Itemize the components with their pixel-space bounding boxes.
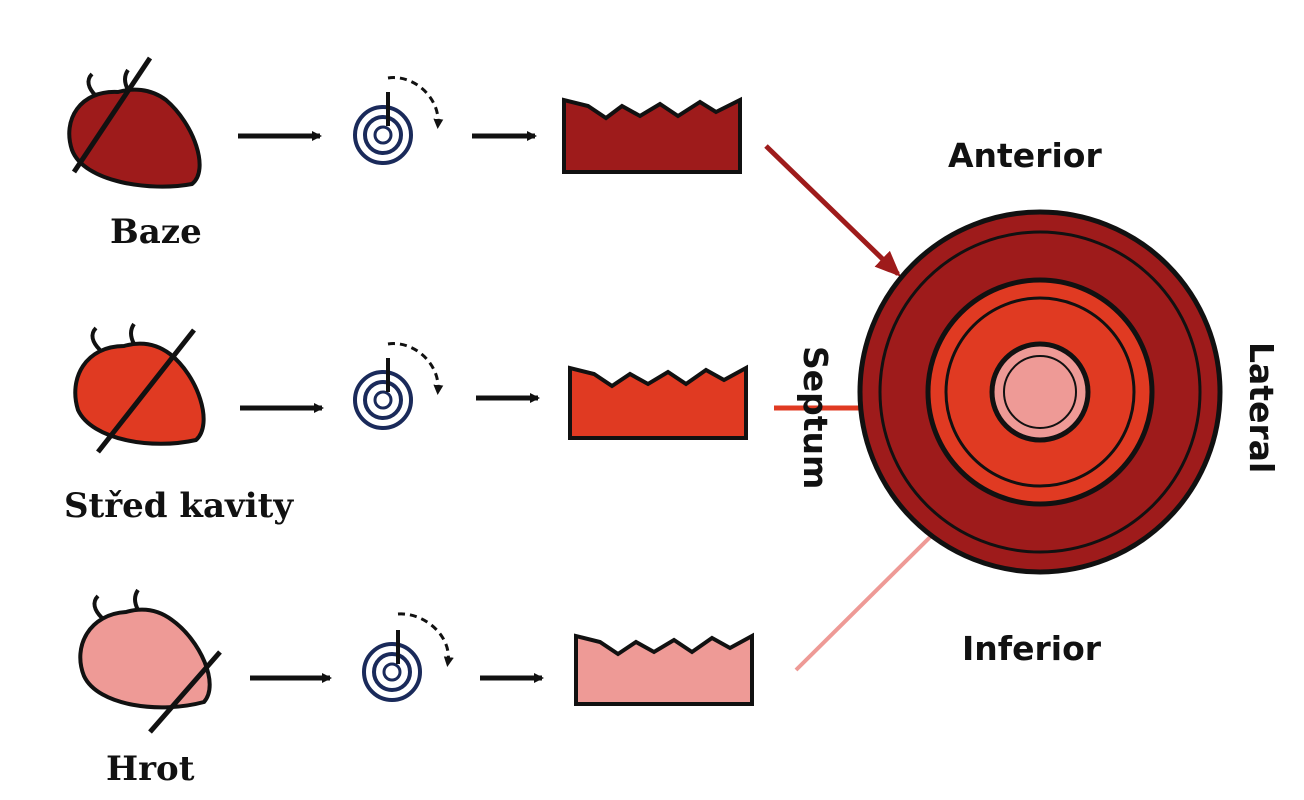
heart-apex-icon xyxy=(78,588,222,734)
ring-apex xyxy=(989,341,1091,443)
row-mid: Střed kavity xyxy=(64,322,748,526)
unrolled-strip-base xyxy=(562,96,742,174)
unrolled-strip-apex xyxy=(574,632,754,706)
heart-base-icon xyxy=(67,56,202,189)
slice-label-apex: Hrot xyxy=(106,749,195,789)
region-label-septum: Septum xyxy=(796,346,835,489)
slice-label-base: Baze xyxy=(110,212,202,252)
rotation-icon xyxy=(362,612,454,702)
polar-map xyxy=(857,209,1223,575)
row-base: Baze xyxy=(67,56,742,252)
rotation-icon xyxy=(353,342,444,430)
rotation-icon xyxy=(353,76,444,165)
slice-label-mid: Střed kavity xyxy=(64,486,294,526)
region-label-inferior: Inferior xyxy=(962,629,1102,668)
row-apex: Hrot xyxy=(78,588,754,789)
region-label-lateral: Lateral xyxy=(1242,342,1281,473)
heart-mid-icon xyxy=(73,322,206,454)
unrolled-strip-mid xyxy=(568,364,748,440)
region-label-anterior: Anterior xyxy=(948,136,1102,175)
mapping-arrow-base xyxy=(764,144,901,277)
